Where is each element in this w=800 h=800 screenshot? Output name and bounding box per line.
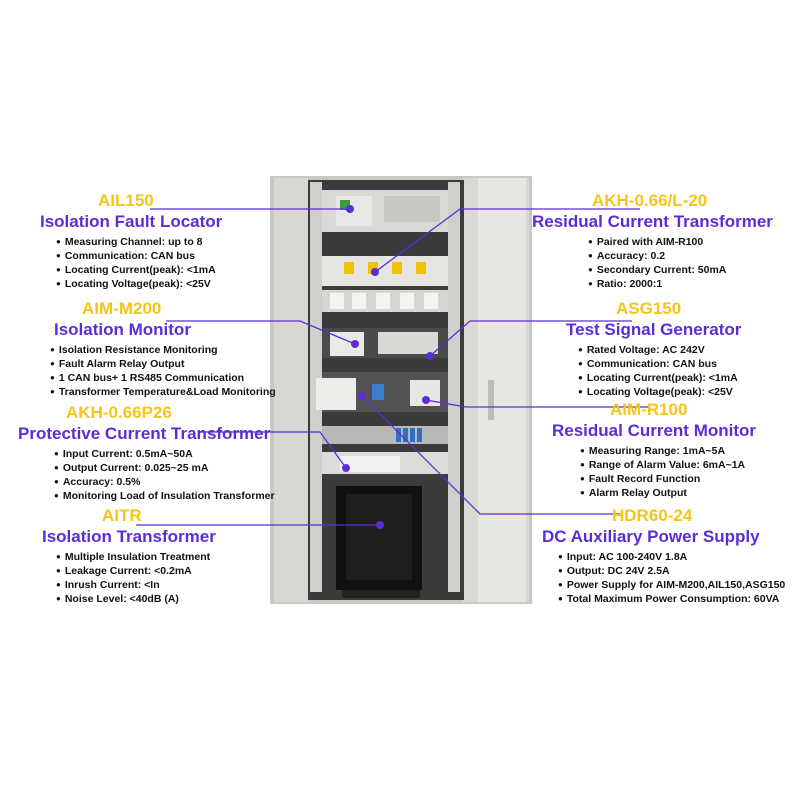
product-title: Protective Current Transformer xyxy=(18,424,271,443)
spec-list: Multiple Insulation Treatment Leakage Cu… xyxy=(56,550,216,606)
spec-item: Locating Current(peak): <1mA xyxy=(578,371,741,385)
spec-item: Accuracy: 0.2 xyxy=(588,249,773,263)
callout-asg150: ASG150 Test Signal Generator Rated Volta… xyxy=(566,299,741,399)
spec-list: Isolation Resistance Monitoring Fault Al… xyxy=(50,343,276,399)
callout-aim-m200: AIM-M200 Isolation Monitor Isolation Res… xyxy=(42,299,276,399)
product-title: Residual Current Transformer xyxy=(532,212,773,231)
spec-item: Paired with AIM-R100 xyxy=(588,235,773,249)
model-label: AIM-R100 xyxy=(610,400,688,419)
spec-item: Communication: CAN bus xyxy=(56,249,222,263)
product-title: Isolation Fault Locator xyxy=(40,212,223,231)
spec-item: Range of Alarm Value: 6mA~1A xyxy=(580,458,756,472)
spec-list: Paired with AIM-R100 Accuracy: 0.2 Secon… xyxy=(588,235,773,291)
spec-item: Multiple Insulation Treatment xyxy=(56,550,216,564)
spec-item: Transformer Temperature&Load Monitoring xyxy=(50,385,276,399)
product-title: Isolation Monitor xyxy=(54,320,191,339)
spec-item: Locating Current(peak): <1mA xyxy=(56,263,222,277)
spec-item: Locating Voltage(peak): <25V xyxy=(578,385,741,399)
spec-item: Isolation Resistance Monitoring xyxy=(50,343,276,357)
spec-item: Input: AC 100-240V 1.8A xyxy=(558,550,785,564)
spec-item: Leakage Current: <0.2mA xyxy=(56,564,216,578)
spec-item: Noise Level: <40dB (A) xyxy=(56,592,216,606)
spec-item: Input Current: 0.5mA~50A xyxy=(54,447,275,461)
spec-item: Output: DC 24V 2.5A xyxy=(558,564,785,578)
model-label: AIM-M200 xyxy=(82,299,162,318)
spec-item: Rated Voltage: AC 242V xyxy=(578,343,741,357)
callout-hdr60-24: HDR60-24 DC Auxiliary Power Supply Input… xyxy=(542,506,785,606)
spec-item: Accuracy: 0.5% xyxy=(54,475,275,489)
spec-item: Total Maximum Power Consumption: 60VA xyxy=(558,592,785,606)
product-title: Test Signal Generator xyxy=(566,320,742,339)
spec-list: Measuring Channel: up to 8 Communication… xyxy=(56,235,222,291)
spec-list: Input: AC 100-240V 1.8A Output: DC 24V 2… xyxy=(558,550,785,606)
spec-list: Rated Voltage: AC 242V Communication: CA… xyxy=(578,343,741,399)
spec-item: Power Supply for AIM-M200,AIL150,ASG150 xyxy=(558,578,785,592)
model-label: ASG150 xyxy=(616,299,682,318)
callout-aitr: AITR Isolation Transformer Multiple Insu… xyxy=(42,506,216,606)
spec-item: Fault Alarm Relay Output xyxy=(50,357,276,371)
callout-akh-066p26: AKH-0.66P26 Protective Current Transform… xyxy=(18,403,275,503)
model-label: HDR60-24 xyxy=(612,506,693,525)
spec-item: Inrush Current: <In xyxy=(56,578,216,592)
spec-item: Measuring Range: 1mA~5A xyxy=(580,444,756,458)
spec-item: Locating Voltage(peak): <25V xyxy=(56,277,222,291)
spec-list: Measuring Range: 1mA~5A Range of Alarm V… xyxy=(580,444,756,500)
spec-item: Fault Record Function xyxy=(580,472,756,486)
spec-item: Measuring Channel: up to 8 xyxy=(56,235,222,249)
product-title: Residual Current Monitor xyxy=(552,421,757,440)
spec-item: Communication: CAN bus xyxy=(578,357,741,371)
model-label: AKH-0.66/L-20 xyxy=(592,191,708,210)
spec-list: Input Current: 0.5mA~50A Output Current:… xyxy=(54,447,275,503)
spec-item: 1 CAN bus+ 1 RS485 Communication xyxy=(50,371,276,385)
model-label: AKH-0.66P26 xyxy=(66,403,172,422)
spec-item: Output Current: 0.025~25 mA xyxy=(54,461,275,475)
spec-item: Ratio: 2000:1 xyxy=(588,277,773,291)
model-label: AIL150 xyxy=(98,191,154,210)
spec-item: Monitoring Load of Insulation Transforme… xyxy=(54,489,275,503)
product-title: DC Auxiliary Power Supply xyxy=(542,527,760,546)
spec-item: Alarm Relay Output xyxy=(580,486,756,500)
callout-aim-r100: AIM-R100 Residual Current Monitor Measur… xyxy=(552,400,756,500)
callout-ail150: AIL150 Isolation Fault Locator Measuring… xyxy=(40,191,222,291)
spec-item: Secondary Current: 50mA xyxy=(588,263,773,277)
callout-akh-066l20: AKH-0.66/L-20 Residual Current Transform… xyxy=(532,191,773,291)
model-label: AITR xyxy=(102,506,142,525)
product-title: Isolation Transformer xyxy=(42,527,216,546)
